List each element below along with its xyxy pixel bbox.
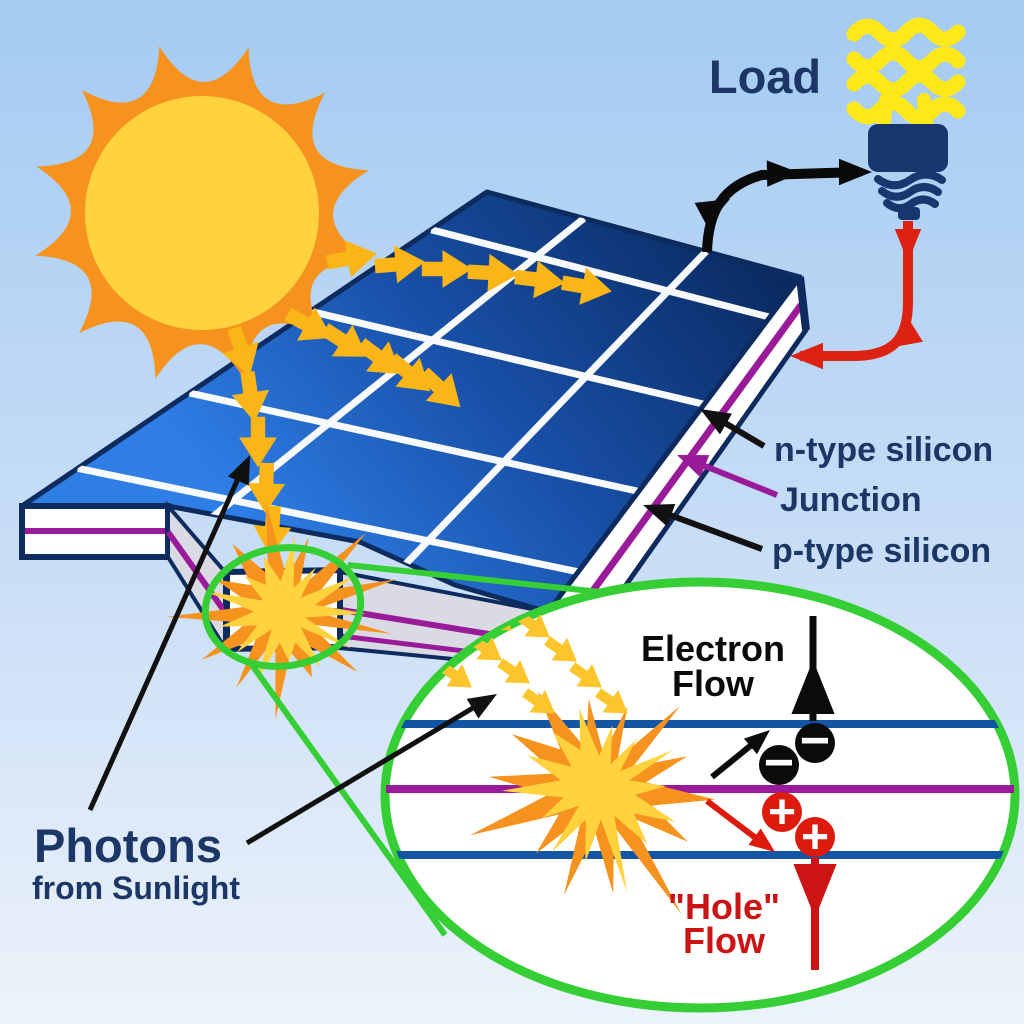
electron-minus: − bbox=[764, 734, 794, 792]
n-type-label: n-type silicon bbox=[774, 431, 993, 469]
burst-inner bbox=[501, 708, 676, 892]
hole bbox=[762, 792, 802, 832]
electron bbox=[795, 723, 835, 763]
electron-flow-label-line1: Electron bbox=[641, 628, 785, 669]
panel-grid-line bbox=[430, 226, 771, 321]
magnifier-cone-line-top bbox=[347, 562, 601, 595]
junction-line-front bbox=[554, 302, 804, 643]
hole bbox=[795, 817, 835, 857]
photons-label-line1: Photons bbox=[34, 819, 222, 872]
bulb-base bbox=[868, 124, 948, 172]
bulb-spiral bbox=[846, 17, 966, 139]
layer-callouts: n-type silicon Junction p-type silicon bbox=[638, 398, 993, 570]
photons-label-line2: from Sunlight bbox=[32, 870, 240, 906]
panel-grid-line bbox=[188, 389, 640, 495]
electron bbox=[759, 745, 799, 785]
load-circuit: Load bbox=[694, 17, 966, 370]
inset-ellipse bbox=[380, 577, 1020, 1013]
electron-flow-label-line2: Flow bbox=[672, 663, 755, 704]
bulb-tab bbox=[898, 207, 920, 220]
hole-flow-label-line1: "Hole" bbox=[668, 886, 780, 927]
photons-arrow-2 bbox=[245, 696, 490, 846]
impact-burst-large bbox=[470, 691, 716, 915]
junction-label: Junction bbox=[780, 481, 922, 519]
photons-callout: Photons from Sunlight bbox=[32, 450, 503, 906]
panel-grid-line bbox=[309, 307, 706, 408]
solar-panel bbox=[19, 189, 810, 673]
wire-electron bbox=[702, 167, 861, 253]
panel-grid-line bbox=[387, 249, 709, 583]
cfl-bulb-icon bbox=[846, 17, 966, 220]
hole-flow-label-line2: Flow bbox=[683, 920, 766, 961]
panel-grid-line bbox=[77, 464, 579, 576]
p-type-label: p-type silicon bbox=[772, 532, 991, 570]
burst-inner bbox=[205, 536, 366, 682]
impact-burst-small bbox=[166, 503, 397, 720]
panel-end-edge bbox=[796, 276, 810, 331]
sun-icon bbox=[35, 46, 369, 380]
bulb-threads bbox=[874, 170, 946, 213]
hole-plus: + bbox=[768, 786, 796, 839]
magnifier-small-ellipse bbox=[201, 544, 365, 670]
electron-minus: − bbox=[800, 712, 830, 770]
hole-plus: + bbox=[801, 811, 829, 864]
load-label: Load bbox=[709, 50, 821, 103]
sun-core bbox=[85, 96, 319, 330]
inset-magnified-view: − − + + Electron Flow "Hole" Flow bbox=[380, 577, 1020, 1013]
photons-arrow-1 bbox=[87, 461, 248, 812]
